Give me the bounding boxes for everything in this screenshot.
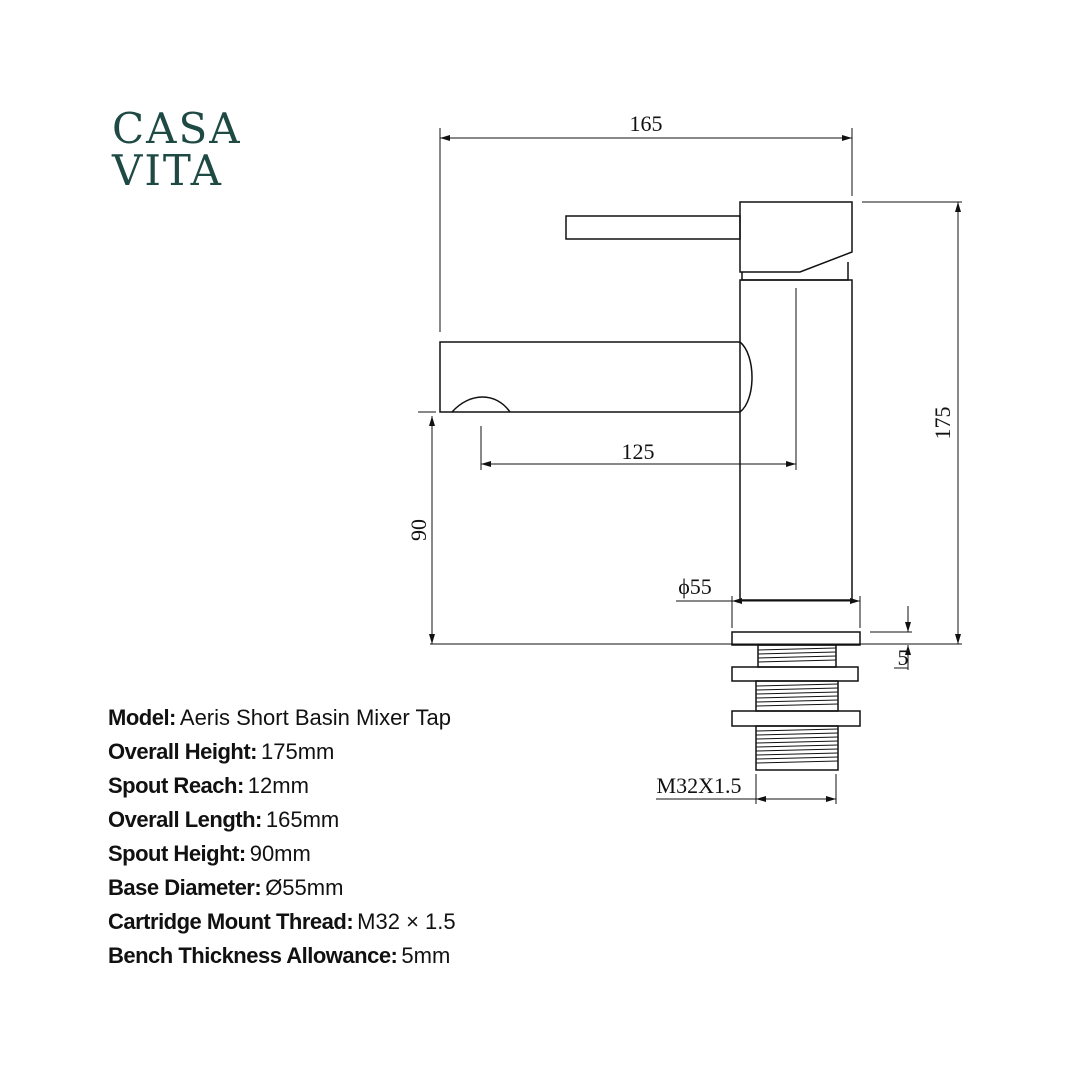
dim-label-bench-thickness: 5 (898, 645, 909, 670)
handle-block (739, 201, 853, 273)
spec-label: Model: (108, 705, 176, 730)
spec-label: Spout Height: (108, 841, 246, 866)
tap-column (739, 279, 853, 601)
dim-label-base-diameter: ϕ55 (678, 574, 712, 599)
spec-value: 12mm (247, 773, 309, 798)
spec-value: 5mm (401, 943, 451, 968)
spec-label: Bench Thickness Allowance: (108, 943, 398, 968)
dim-label-spout-height: 90 (406, 519, 431, 541)
spec-row-spout-reach: Spout Reach:12mm (108, 771, 456, 805)
spec-list: Model:Aeris Short Basin Mixer Tap Overal… (108, 703, 456, 975)
dim-label-overall-height: 175 (930, 407, 955, 440)
spec-label: Spout Reach: (108, 773, 244, 798)
tap-body (439, 201, 861, 771)
dim-label-spout-reach: 125 (622, 439, 655, 464)
spec-label: Overall Length: (108, 807, 262, 832)
thread-shank-lower (755, 725, 839, 771)
spec-label: Overall Height: (108, 739, 257, 764)
dimension-lines (429, 135, 961, 802)
spec-value: Aeris Short Basin Mixer Tap (179, 705, 451, 730)
base-flange (731, 631, 861, 646)
spec-row-bench-thickness: Bench Thickness Allowance:5mm (108, 941, 456, 975)
spec-row-spout-height: Spout Height:90mm (108, 839, 456, 873)
logo-line-2: VITA (112, 146, 223, 195)
spec-row-overall-length: Overall Length:165mm (108, 805, 456, 839)
aerator (451, 396, 511, 413)
spec-row-overall-height: Overall Height:175mm (108, 737, 456, 771)
spec-value: 175mm (260, 739, 335, 764)
handle-lever (565, 215, 741, 240)
logo-line-1: CASA (112, 104, 242, 153)
spec-value: Ø55mm (265, 875, 344, 900)
extension-lines (418, 128, 962, 804)
spec-label: Cartridge Mount Thread: (108, 909, 354, 934)
spec-value: 90mm (249, 841, 311, 866)
handle-collar (741, 262, 849, 281)
spec-row-model: Model:Aeris Short Basin Mixer Tap (108, 703, 456, 737)
spec-row-cartridge-thread: Cartridge Mount Thread:M32 × 1.5 (108, 907, 456, 941)
spout (439, 341, 753, 413)
washer-plate (731, 710, 861, 727)
spec-value: M32 × 1.5 (357, 909, 456, 934)
thread-hatching (755, 647, 839, 764)
spec-value: 165mm (265, 807, 340, 832)
backnut (731, 666, 859, 682)
spec-label: Base Diameter: (108, 875, 262, 900)
dim-label-thread: M32X1.5 (657, 773, 742, 798)
spec-row-base-diameter: Base Diameter:Ø55mm (108, 873, 456, 907)
brand-logo: CASA VITA (112, 108, 242, 192)
dim-label-overall-length: 165 (630, 111, 663, 136)
